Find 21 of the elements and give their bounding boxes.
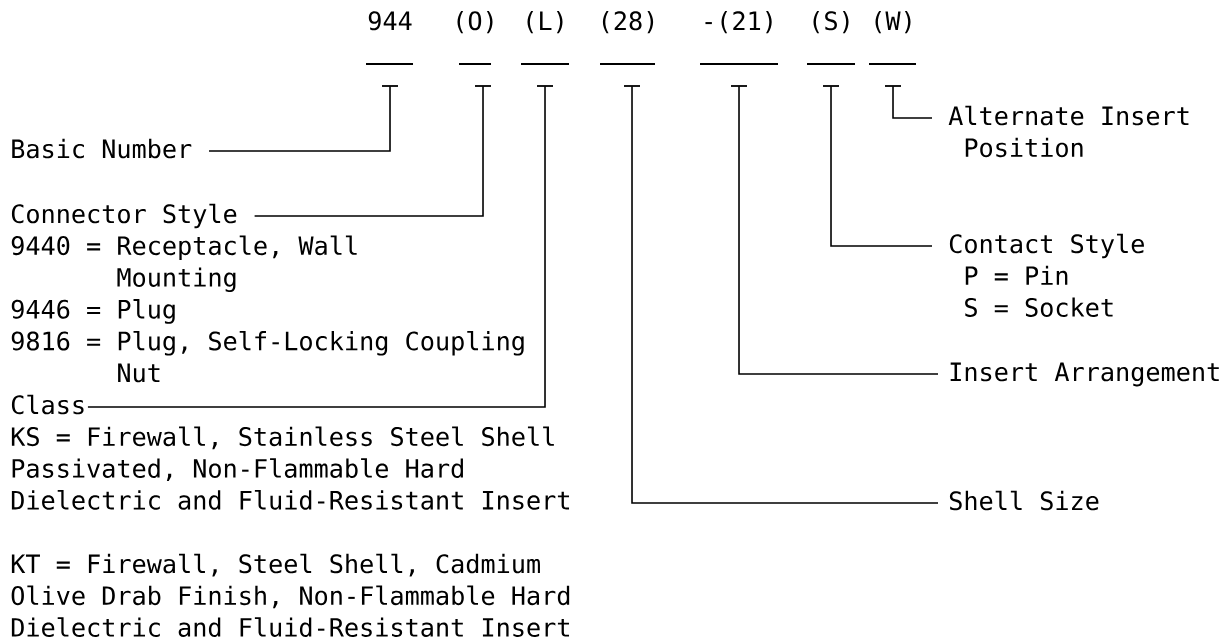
label-text: Alternate Insert Position [948,105,1189,158]
code-segment: (28) [599,10,656,87]
label-text: Shell Size [949,490,1099,511]
leader-line [830,85,933,247]
code-segment: -(21) [699,10,779,87]
description-text: Class KS = Firewall, Stainless Steel Shell Passivated, Non-Flammable Hard Dielectric and Fluid-Resistant Insert KT = Firewall, Steel Shell, Cadmium Olive Drab Finish, Non-Flammable Hard Dielectric and Fluid-Resistant Insert [11,394,570,637]
code-segment: 944 [365,11,414,87]
leader-line [208,85,391,152]
leader-line [738,85,939,375]
code-segment: (L) [520,10,570,87]
code-segment: (S) [806,10,856,87]
leader-line [892,85,933,119]
description-text: Connector Style 9440 = Receptacle, Wall Mounting 9446 = Plug 9816 = Plug, Self-Locking Coupling Nut [11,203,524,383]
label-text: Basic Number [12,138,192,159]
leader-line [87,85,546,408]
code-segment: (O) [457,10,493,87]
leader-line [253,85,484,217]
label-text: Insert Arrangement [950,362,1219,387]
description-text: Contact Style P = Pin S = Socket [949,233,1144,317]
leader-line [631,85,939,504]
code-segment: (W) [868,10,917,87]
